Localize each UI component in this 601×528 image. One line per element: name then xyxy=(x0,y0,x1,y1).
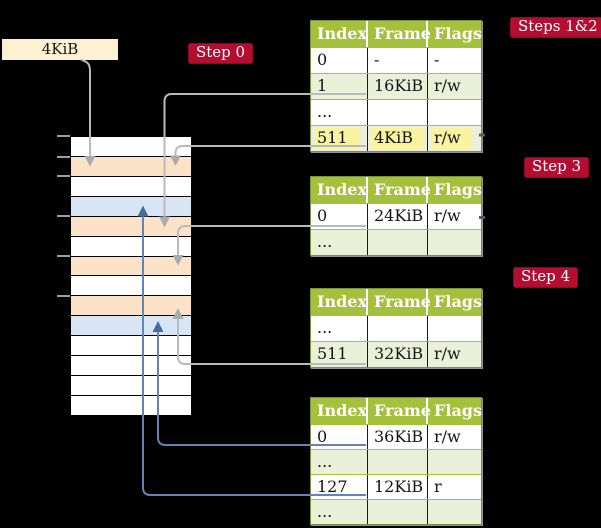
cell-flags: r/w xyxy=(428,126,481,151)
table-row: 0 36KiB r/w xyxy=(311,424,481,449)
column-header-flags: Flags xyxy=(434,292,482,311)
memory-frame-row-3 xyxy=(71,196,191,217)
memory-frame-row-0 xyxy=(71,137,191,157)
memory-frame-row-6 xyxy=(71,256,191,277)
memory-frame-row-4 xyxy=(71,216,191,237)
column-header-index: Index xyxy=(311,398,368,424)
cell-flags: - xyxy=(434,50,440,69)
memory-frame-row-1 xyxy=(71,156,191,177)
column-header-flags: Flags xyxy=(434,180,482,199)
memory-frame-row-5 xyxy=(71,236,191,257)
table-row: ... xyxy=(311,499,481,524)
cell-index: 127 xyxy=(311,475,368,499)
cell-frame: 24KiB xyxy=(368,204,428,229)
table-row: 0 24KiB r/w xyxy=(311,203,481,229)
cell-frame xyxy=(368,500,428,524)
cell-index: ... xyxy=(311,316,368,341)
cell-flags xyxy=(428,500,481,524)
table-row: 1 16KiB r/w xyxy=(311,73,481,99)
cell-index: 511 xyxy=(311,126,368,151)
memory-frame-row-2 xyxy=(71,176,191,197)
cell-frame: 12KiB xyxy=(368,475,428,499)
memory-tick xyxy=(57,135,70,137)
cell-index: 0 xyxy=(311,425,368,449)
column-header-frame: Frame xyxy=(368,177,431,203)
badge-steps-1-2: Steps 1&2 xyxy=(510,17,601,38)
cell-flags: r/w xyxy=(434,206,461,225)
memory-tick xyxy=(57,215,70,217)
table-header: Index Frame Flags xyxy=(311,177,482,203)
cell-flags xyxy=(428,230,481,255)
memory-tick xyxy=(57,295,70,297)
cell-flags: r xyxy=(434,477,442,496)
column-header-index: Index xyxy=(311,21,368,47)
page-table-step-4: Index Frame Flags ... 511 32KiB r/w xyxy=(310,288,482,368)
memory-frame-row-10 xyxy=(71,336,191,357)
column-header-frame: Frame xyxy=(368,289,431,315)
memory-tick xyxy=(57,156,70,158)
memory-frame-row-7 xyxy=(71,276,191,297)
cell-frame: 36KiB xyxy=(368,425,428,449)
badge-step-0: Step 0 xyxy=(188,43,254,64)
cell-flags xyxy=(428,100,481,125)
table-row: ... xyxy=(311,229,481,255)
table-header: Index Frame Flags xyxy=(311,289,482,315)
cell-flags: r/w xyxy=(434,76,461,95)
cell-index: ... xyxy=(311,230,368,255)
cell-frame: 4KiB xyxy=(368,126,428,151)
cell-index: 1 xyxy=(311,74,368,99)
table-row: 511 32KiB r/w xyxy=(311,341,481,367)
memory-frame-row-12 xyxy=(71,376,191,396)
cell-flags: r/w xyxy=(434,427,461,446)
column-header-frame: Frame xyxy=(368,398,431,424)
cell-frame xyxy=(368,100,428,125)
table-header: Index Frame Flags xyxy=(311,398,482,424)
column-header-flags: Flags xyxy=(434,24,482,43)
frame-size-box: 4KiB xyxy=(2,39,118,60)
cell-frame: - xyxy=(368,48,428,73)
table-row: 0 - - xyxy=(311,47,481,73)
cell-index: 511 xyxy=(311,342,368,367)
cell-flags: r/w xyxy=(434,344,461,363)
cell-flags xyxy=(428,450,481,474)
cell-frame: 32KiB xyxy=(368,342,428,367)
column-header-index: Index xyxy=(311,289,368,315)
page-table-step-3: Index Frame Flags 0 24KiB r/w ... xyxy=(310,176,482,256)
badge-step-3: Step 3 xyxy=(524,157,590,178)
column-header-index: Index xyxy=(311,177,368,203)
cell-index: ... xyxy=(311,450,368,474)
badge-step-4: Step 4 xyxy=(513,267,579,288)
memory-tick xyxy=(57,175,70,177)
cell-frame xyxy=(368,316,428,341)
cell-frame xyxy=(368,230,428,255)
cell-frame: 16KiB xyxy=(368,74,428,99)
memory-tick xyxy=(57,255,70,257)
cell-flags xyxy=(428,316,481,341)
table-row: ... xyxy=(311,99,481,125)
page-table-final: Index Frame Flags 0 36KiB r/w ... 127 12… xyxy=(310,397,482,525)
memory-frame-row-13 xyxy=(71,395,191,415)
table-row: ... xyxy=(311,315,481,341)
table-row: ... xyxy=(311,449,481,474)
memory-frame-row-8 xyxy=(71,296,191,317)
frame-size-label: 4KiB xyxy=(41,40,79,58)
cell-index: ... xyxy=(311,100,368,125)
cell-index: ... xyxy=(311,500,368,524)
memory-frame-row-9 xyxy=(71,316,191,337)
table-row: 127 12KiB r xyxy=(311,474,481,499)
memory-frame-row-11 xyxy=(71,356,191,377)
physical-memory-column xyxy=(70,136,192,416)
cell-index: 0 xyxy=(311,204,368,229)
column-header-flags: Flags xyxy=(434,401,482,420)
table-row-highlighted: 511 4KiB r/w xyxy=(311,125,481,151)
table-header: Index Frame Flags xyxy=(311,21,482,47)
cell-frame xyxy=(368,450,428,474)
cell-index: 0 xyxy=(311,48,368,73)
page-table-steps-1-2: Index Frame Flags 0 - - 1 16KiB r/w ... … xyxy=(310,20,482,152)
column-header-frame: Frame xyxy=(368,21,431,47)
